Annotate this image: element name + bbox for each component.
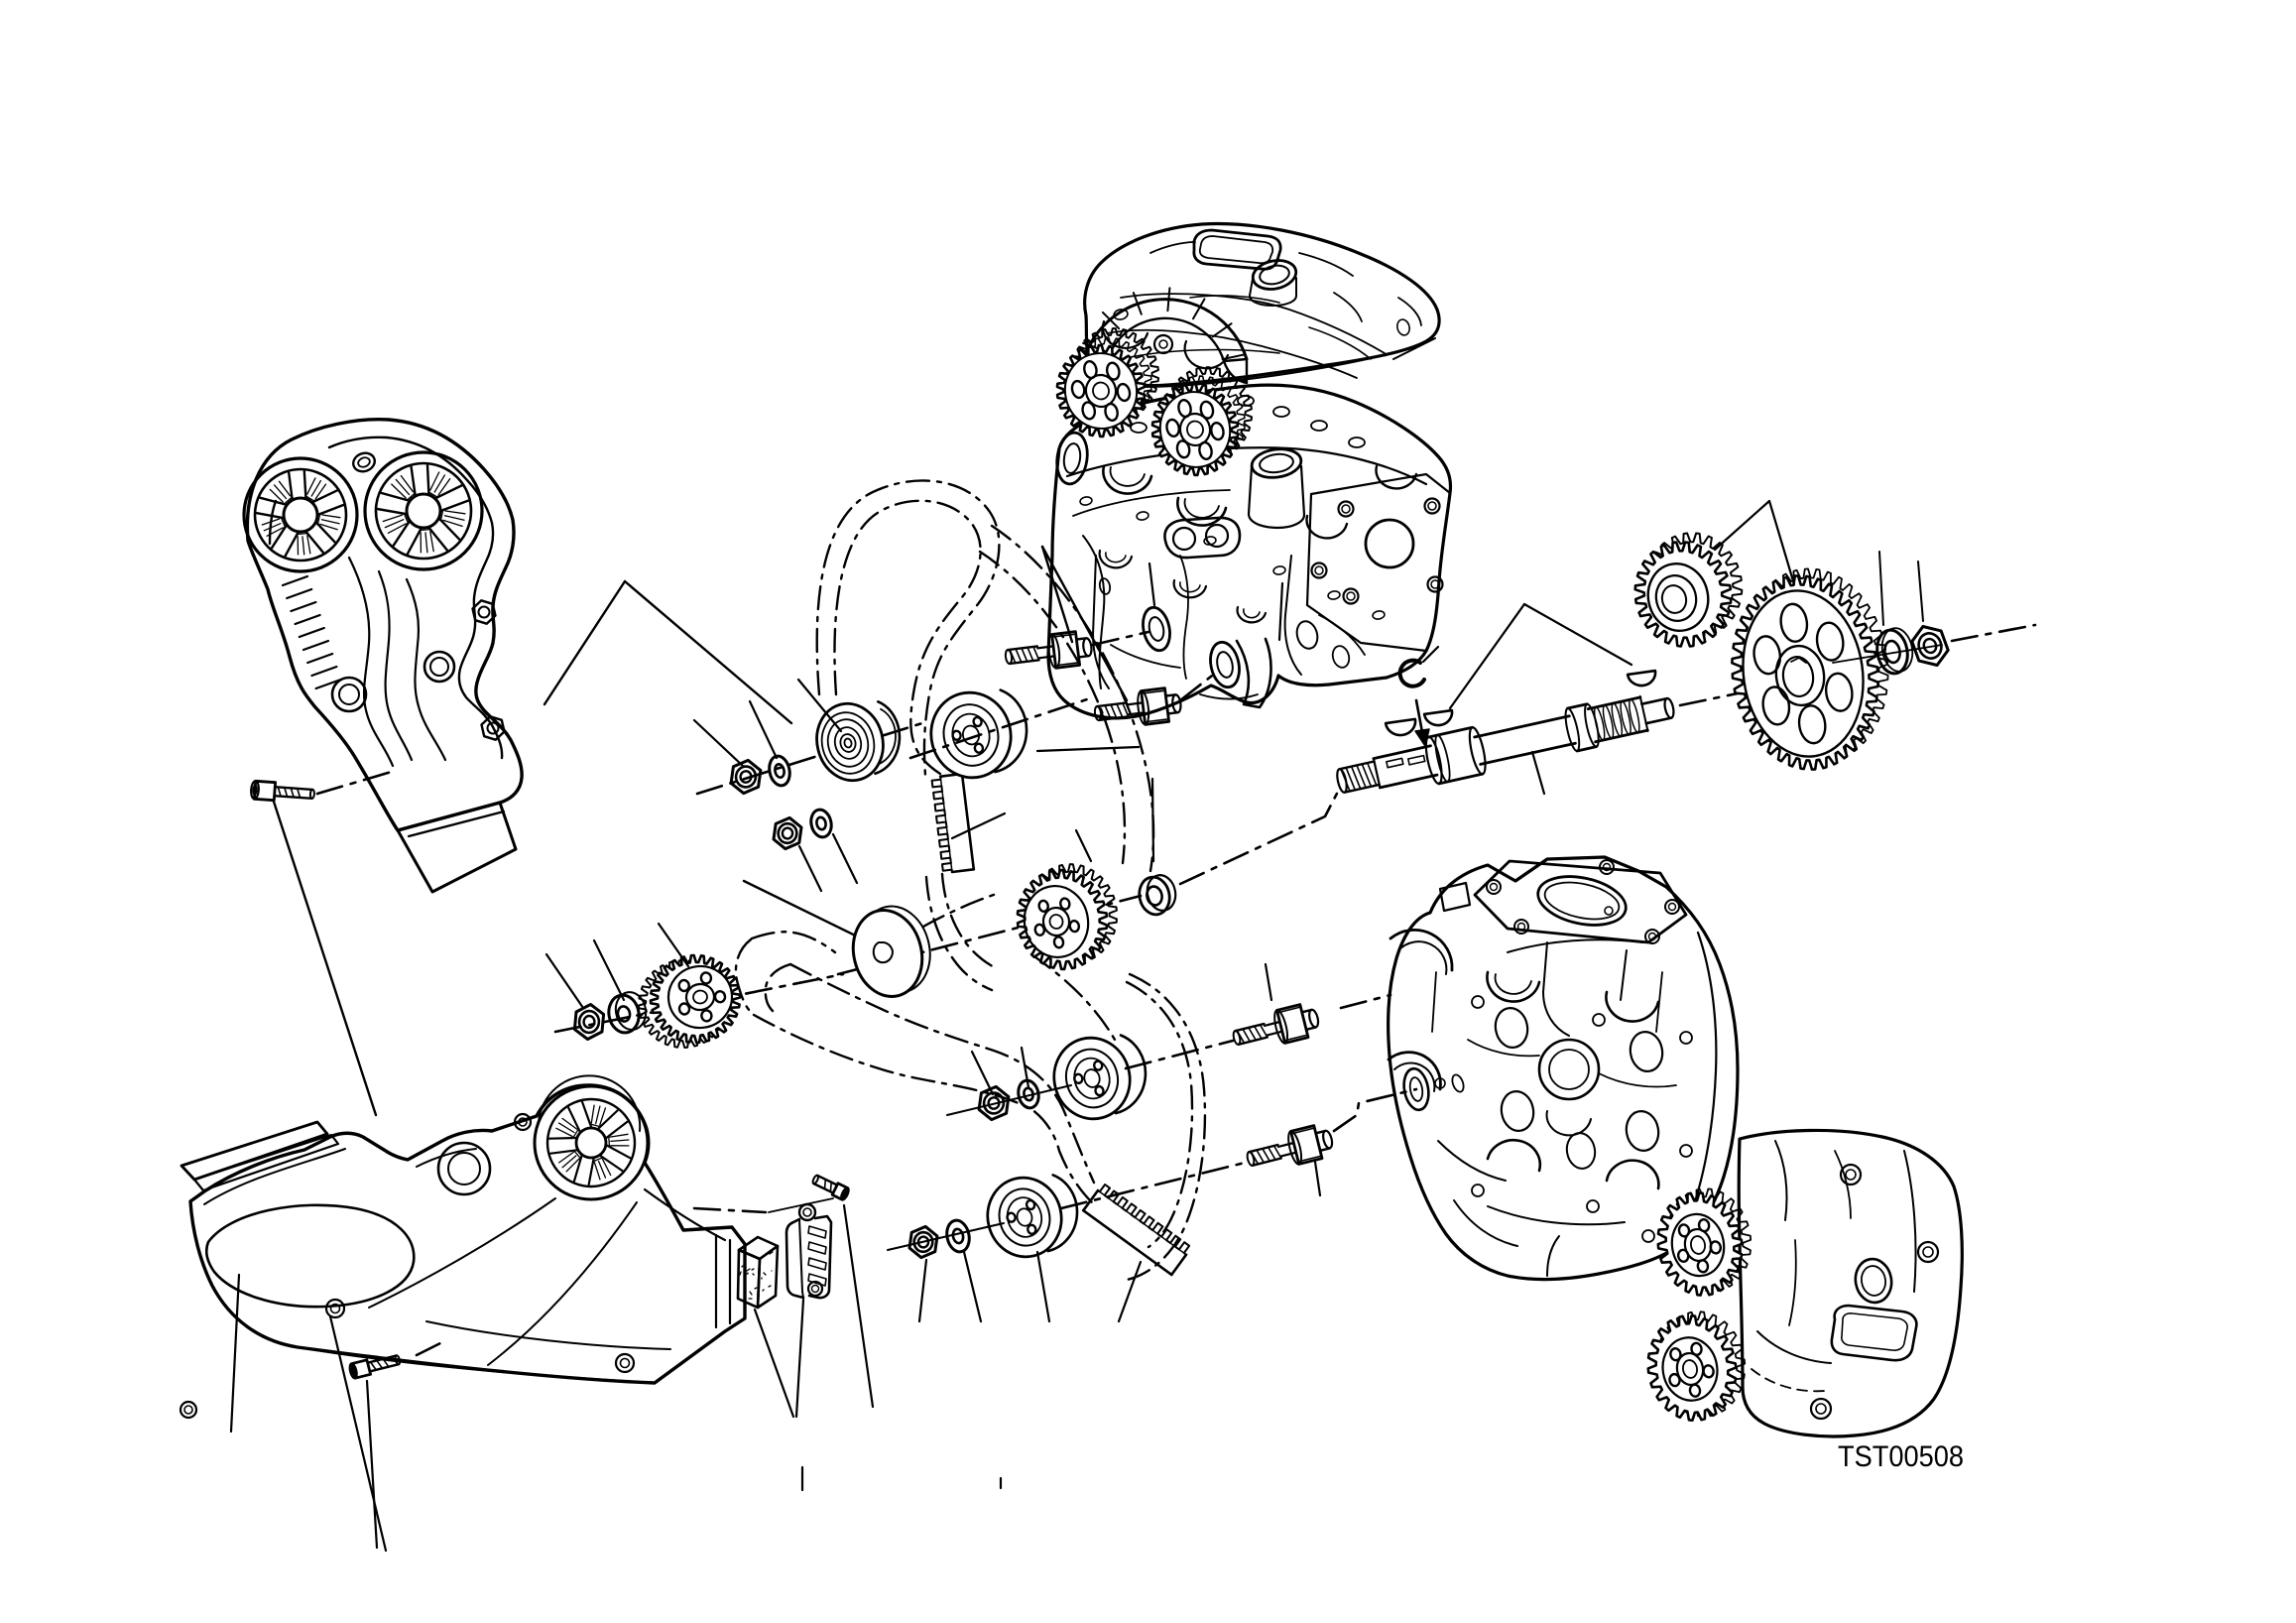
svg-text:TST00508: TST00508 bbox=[1838, 1440, 1964, 1473]
